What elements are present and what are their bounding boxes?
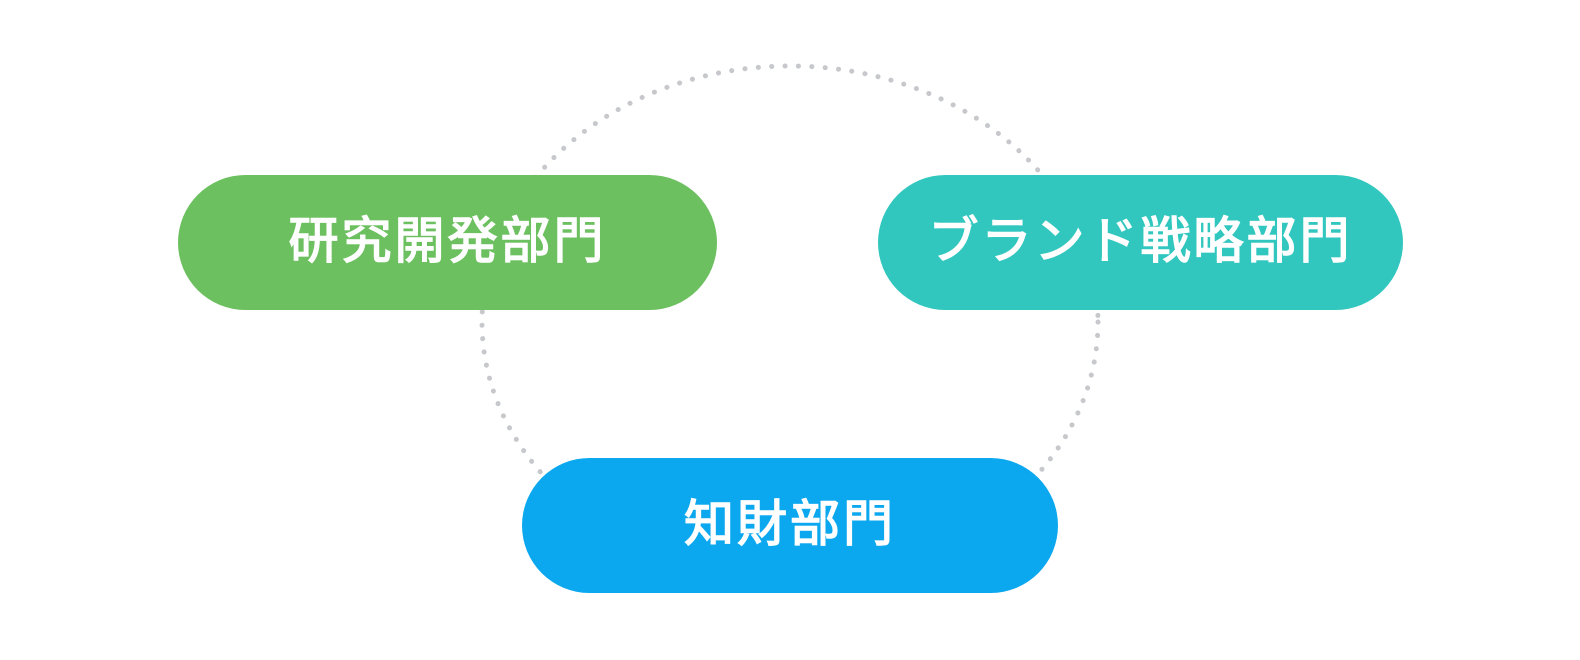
department-pill-brand-strategy-label: ブランド戦略部門 <box>928 212 1353 269</box>
department-pill-brand-strategy: ブランド戦略部門 <box>878 175 1403 310</box>
department-pill-ip-label: 知財部門 <box>684 495 896 552</box>
department-pill-ip: 知財部門 <box>522 458 1058 593</box>
department-pill-rnd-label: 研究開発部門 <box>288 212 607 269</box>
department-pill-rnd: 研究開発部門 <box>178 175 717 310</box>
